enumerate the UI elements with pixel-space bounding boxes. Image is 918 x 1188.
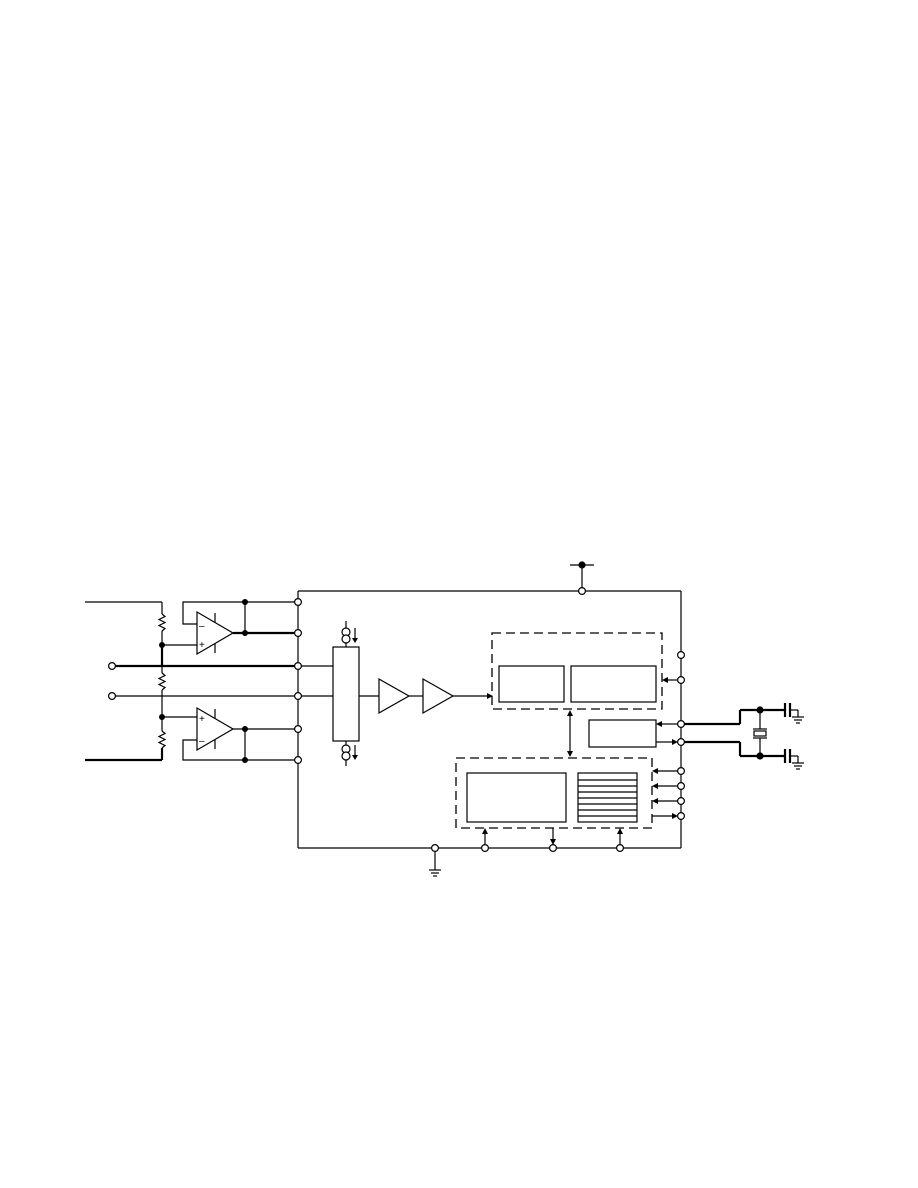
capacitor-top	[783, 703, 804, 724]
op-amp-bottom: + –	[182, 706, 298, 763]
adc-block	[491, 632, 678, 710]
current-source-bottom	[341, 741, 358, 766]
digital-block	[455, 757, 653, 829]
supply-pin	[570, 561, 594, 595]
multiplexer	[301, 646, 360, 742]
op-amp-top: – +	[182, 599, 298, 656]
capacitor-bottom	[783, 749, 804, 770]
current-source-top	[341, 621, 358, 647]
op-amp-top-minus-sign: –	[199, 621, 205, 632]
resistor-middle	[157, 672, 167, 691]
resistor-top	[157, 613, 167, 632]
amplifier-chain	[359, 677, 493, 715]
bus-arrow	[567, 710, 573, 757]
op-amp-top-plus-sign: +	[199, 640, 205, 651]
resistor-bottom	[157, 730, 167, 749]
oscillator-block	[588, 719, 678, 748]
op-amp-bottom-plus-sign: +	[199, 714, 205, 725]
right-pins	[676, 650, 685, 820]
crystal-network	[684, 706, 785, 760]
op-amp-bottom-minus-sign: –	[199, 736, 205, 747]
ground-pin	[429, 843, 441, 877]
bottom-pins	[481, 828, 624, 852]
left-pins	[294, 597, 303, 764]
buffer-1	[378, 677, 411, 715]
right-digital-pins	[652, 768, 678, 819]
buffer-2	[422, 677, 455, 715]
bridge-network	[85, 601, 298, 762]
